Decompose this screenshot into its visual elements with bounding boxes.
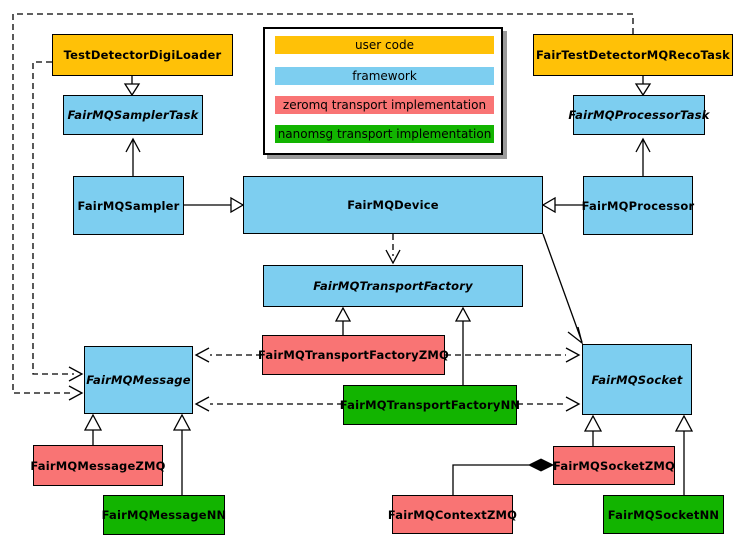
edge-device-transportfactory-dependency (385, 234, 401, 265)
legend-item-nanomsg: nanomsg transport implementation (275, 125, 494, 143)
edge-tfnn-socket-dependency (517, 396, 581, 412)
legend: user code framework zeromq transport imp… (263, 27, 503, 155)
node-fairmq-processor-task: FairMQProcessorTask (568, 95, 709, 135)
legend-item-zeromq: zeromq transport implementation (275, 96, 494, 114)
node-fairmq-context-zmq: FairMQContextZMQ (388, 495, 517, 534)
edge-recotask-message-dependency (12, 13, 634, 401)
node-fairmq-sampler-task: FairMQSamplerTask (63, 95, 203, 135)
legend-item-framework: framework (275, 67, 494, 85)
edge-tfzmq-message-dependency (194, 347, 262, 363)
node-fairmq-device: FairMQDevice (243, 176, 543, 234)
node-fairmq-message: FairMQMessage (84, 346, 193, 414)
edge-messagenn-message-inheritance (172, 413, 192, 495)
edge-digiloader-samplertask-inheritance (123, 76, 141, 97)
node-test-detector-digi-loader: TestDetectorDigiLoader (52, 34, 233, 76)
node-fairmq-transport-factory: FairMQTransportFactory (263, 265, 523, 307)
edge-sampler-device-inheritance (184, 196, 245, 214)
edge-processor-device-inheritance (541, 196, 583, 214)
node-fairmq-sampler: FairMQSampler (73, 176, 184, 235)
edge-tfzmq-socket-dependency (445, 347, 581, 363)
edge-sampler-samplertask-association (125, 137, 141, 176)
node-fairmq-socket: FairMQSocket (582, 344, 692, 415)
edge-messagezmq-message-inheritance (83, 413, 103, 445)
node-fairmq-socket-nn: FairMQSocketNN (603, 495, 724, 534)
edge-socketzmq-socket-inheritance (583, 414, 603, 446)
node-fairmq-socket-zmq: FairMQSocketZMQ (553, 446, 675, 485)
node-fairmq-transport-factory-zmq: FairMQTransportFactoryZMQ (258, 335, 449, 375)
node-fairmq-processor: FairMQProcessor (582, 176, 694, 235)
edge-tfnn-message-dependency (194, 396, 343, 412)
edge-socketnn-socket-inheritance (674, 414, 694, 495)
node-fairmq-transport-factory-nn: FairMQTransportFactoryNN (340, 385, 520, 425)
node-fairmq-message-zmq: FairMQMessageZMQ (30, 445, 165, 486)
legend-item-user-code: user code (275, 36, 494, 54)
node-fair-test-detector-mq-reco-task: FairTestDetectorMQRecoTask (533, 34, 733, 76)
edge-tfzmq-transportfactory-inheritance (334, 306, 352, 335)
node-fairmq-message-nn: FairMQMessageNN (102, 495, 226, 535)
edge-recotask-processortask-inheritance (634, 76, 652, 97)
edge-digiloader-message-dependency (32, 61, 84, 382)
edge-socketzmq-contextzmq-composition (452, 458, 555, 495)
edge-processor-processortask-association (635, 137, 651, 176)
edge-tfnn-transportfactory-inheritance (454, 306, 472, 385)
edge-device-socket-association (542, 233, 584, 345)
